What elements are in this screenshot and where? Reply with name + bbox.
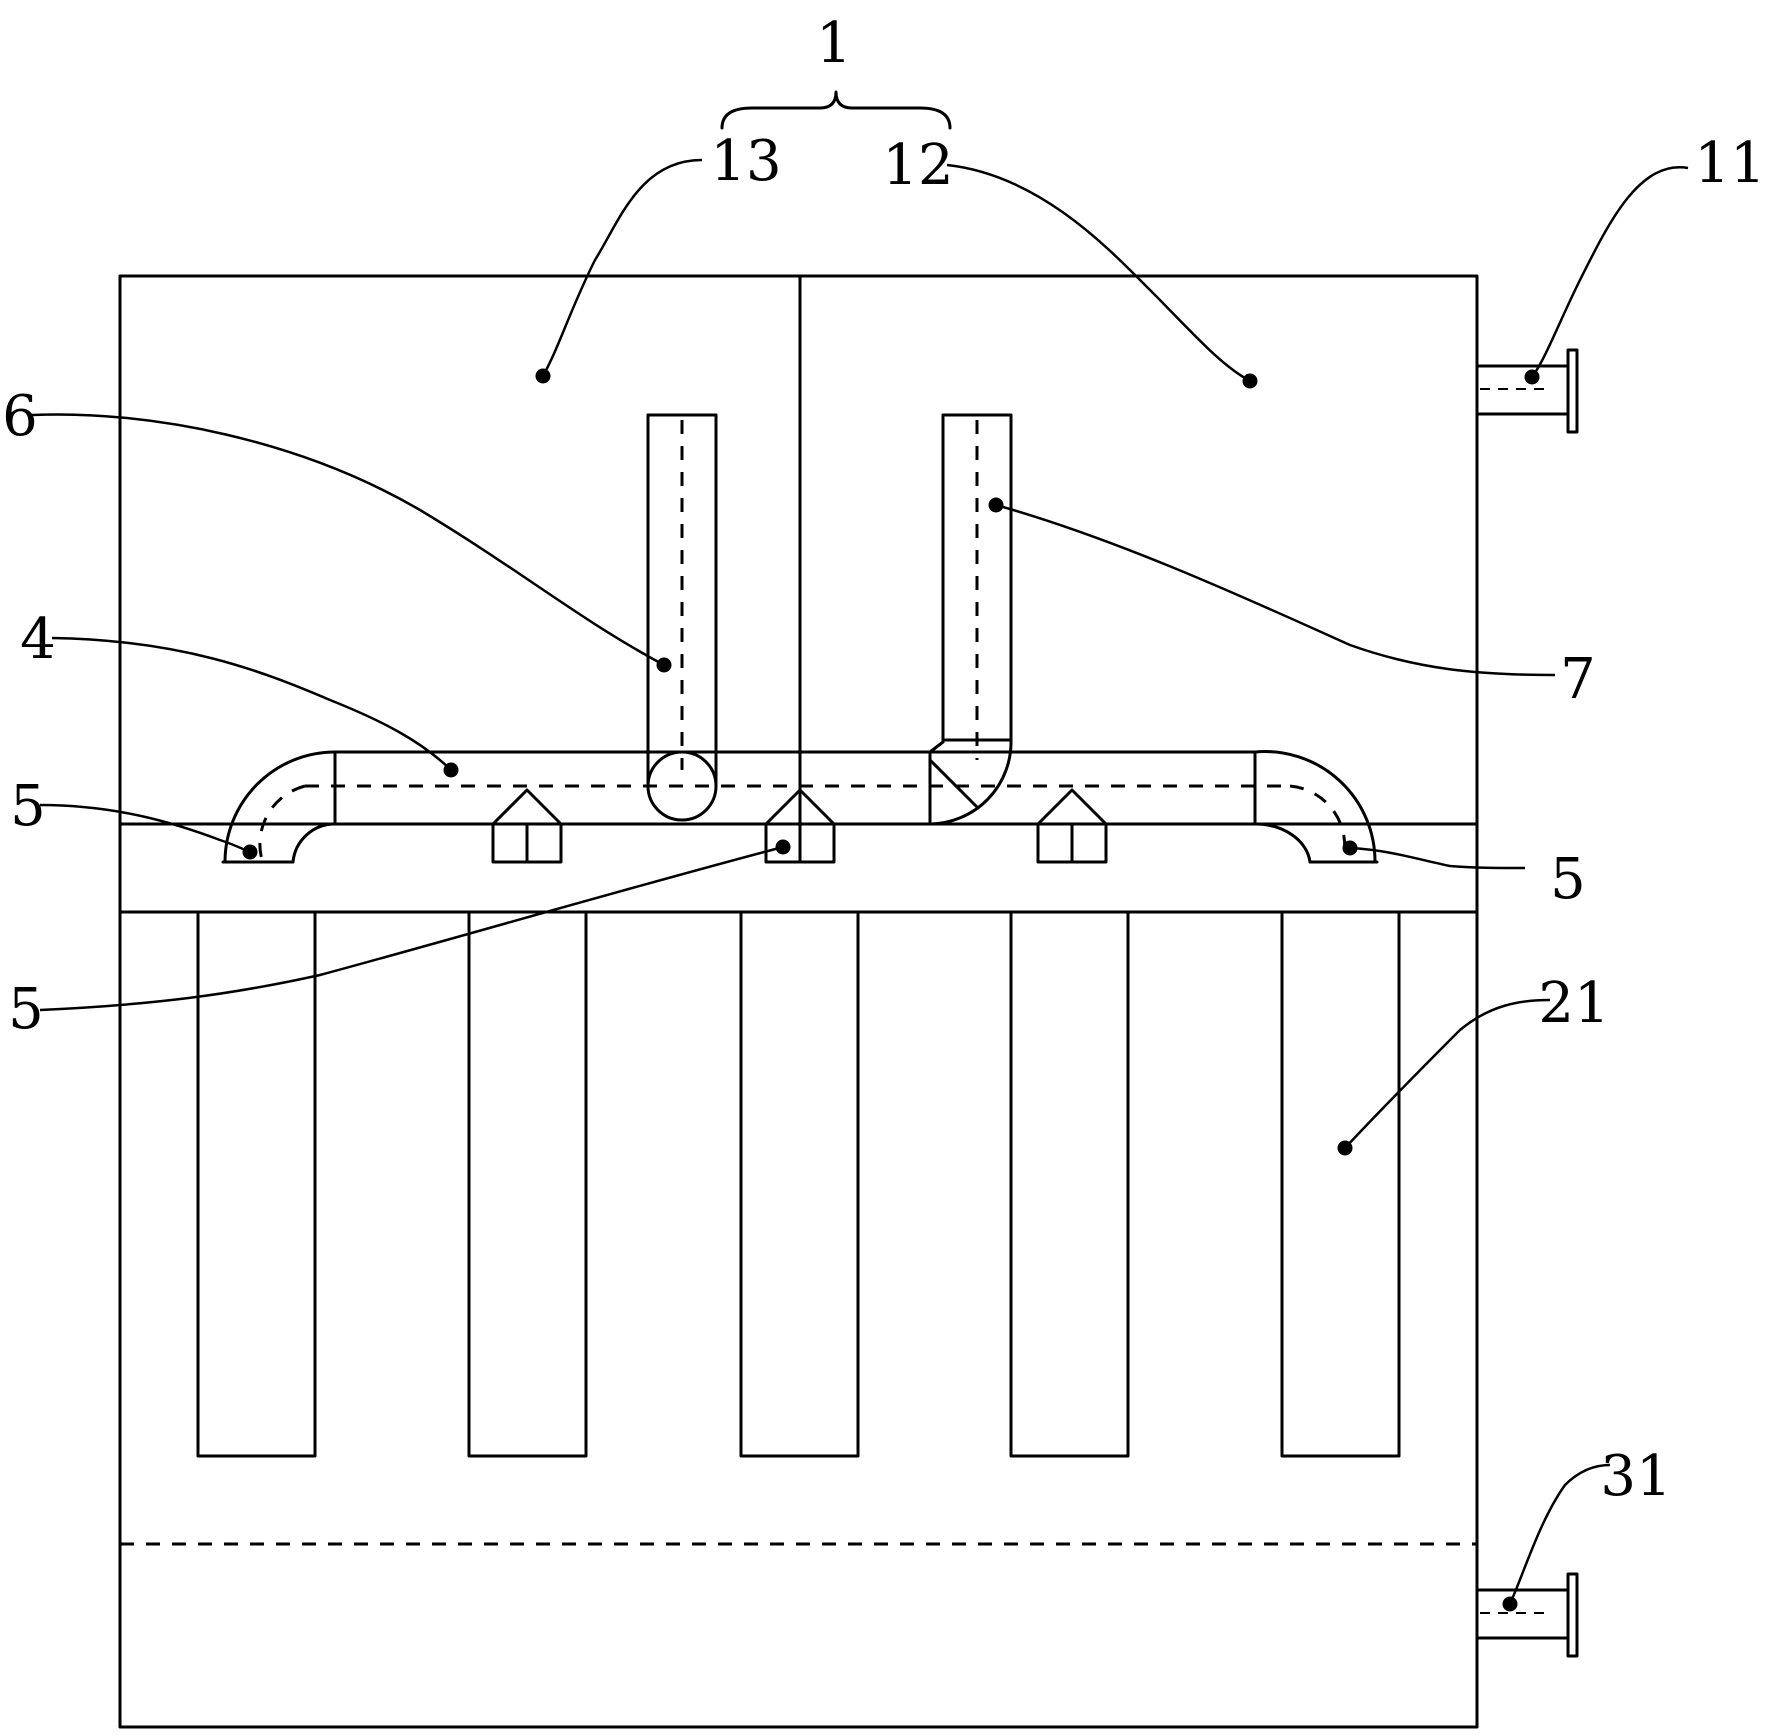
vertical-pipe-left bbox=[646, 413, 718, 822]
vertical-pipe-right bbox=[928, 413, 1013, 826]
label-13: 13 bbox=[710, 129, 781, 194]
label-12: 12 bbox=[882, 133, 953, 198]
filter-element bbox=[467, 910, 588, 1458]
horizontal-distribution-pipe bbox=[305, 750, 1290, 826]
label-group-1: 1 bbox=[816, 11, 852, 76]
leader-lines bbox=[31, 158, 1689, 1605]
group-brace bbox=[720, 90, 952, 130]
filter-element bbox=[196, 910, 317, 1458]
filter-element bbox=[739, 910, 860, 1458]
reference-dots bbox=[242, 368, 1540, 1612]
label-5-right: 5 bbox=[1550, 847, 1586, 912]
label-5-bottom: 5 bbox=[8, 977, 44, 1042]
left-elbow bbox=[221, 750, 337, 864]
label-7: 7 bbox=[1560, 647, 1596, 712]
filter-element bbox=[1009, 910, 1130, 1458]
right-elbow bbox=[1253, 750, 1379, 864]
filter-elements bbox=[196, 910, 1401, 1458]
filter-element bbox=[1280, 910, 1401, 1458]
label-5-left: 5 bbox=[10, 774, 46, 839]
upper-outlet-nozzle bbox=[1475, 348, 1579, 434]
label-11: 11 bbox=[1694, 131, 1765, 196]
pipe-nozzles bbox=[491, 788, 1108, 864]
label-4: 4 bbox=[20, 607, 56, 672]
lower-outlet-nozzle bbox=[1475, 1572, 1579, 1658]
label-31: 31 bbox=[1600, 1444, 1671, 1509]
label-6: 6 bbox=[2, 384, 38, 449]
label-21: 21 bbox=[1538, 971, 1609, 1036]
